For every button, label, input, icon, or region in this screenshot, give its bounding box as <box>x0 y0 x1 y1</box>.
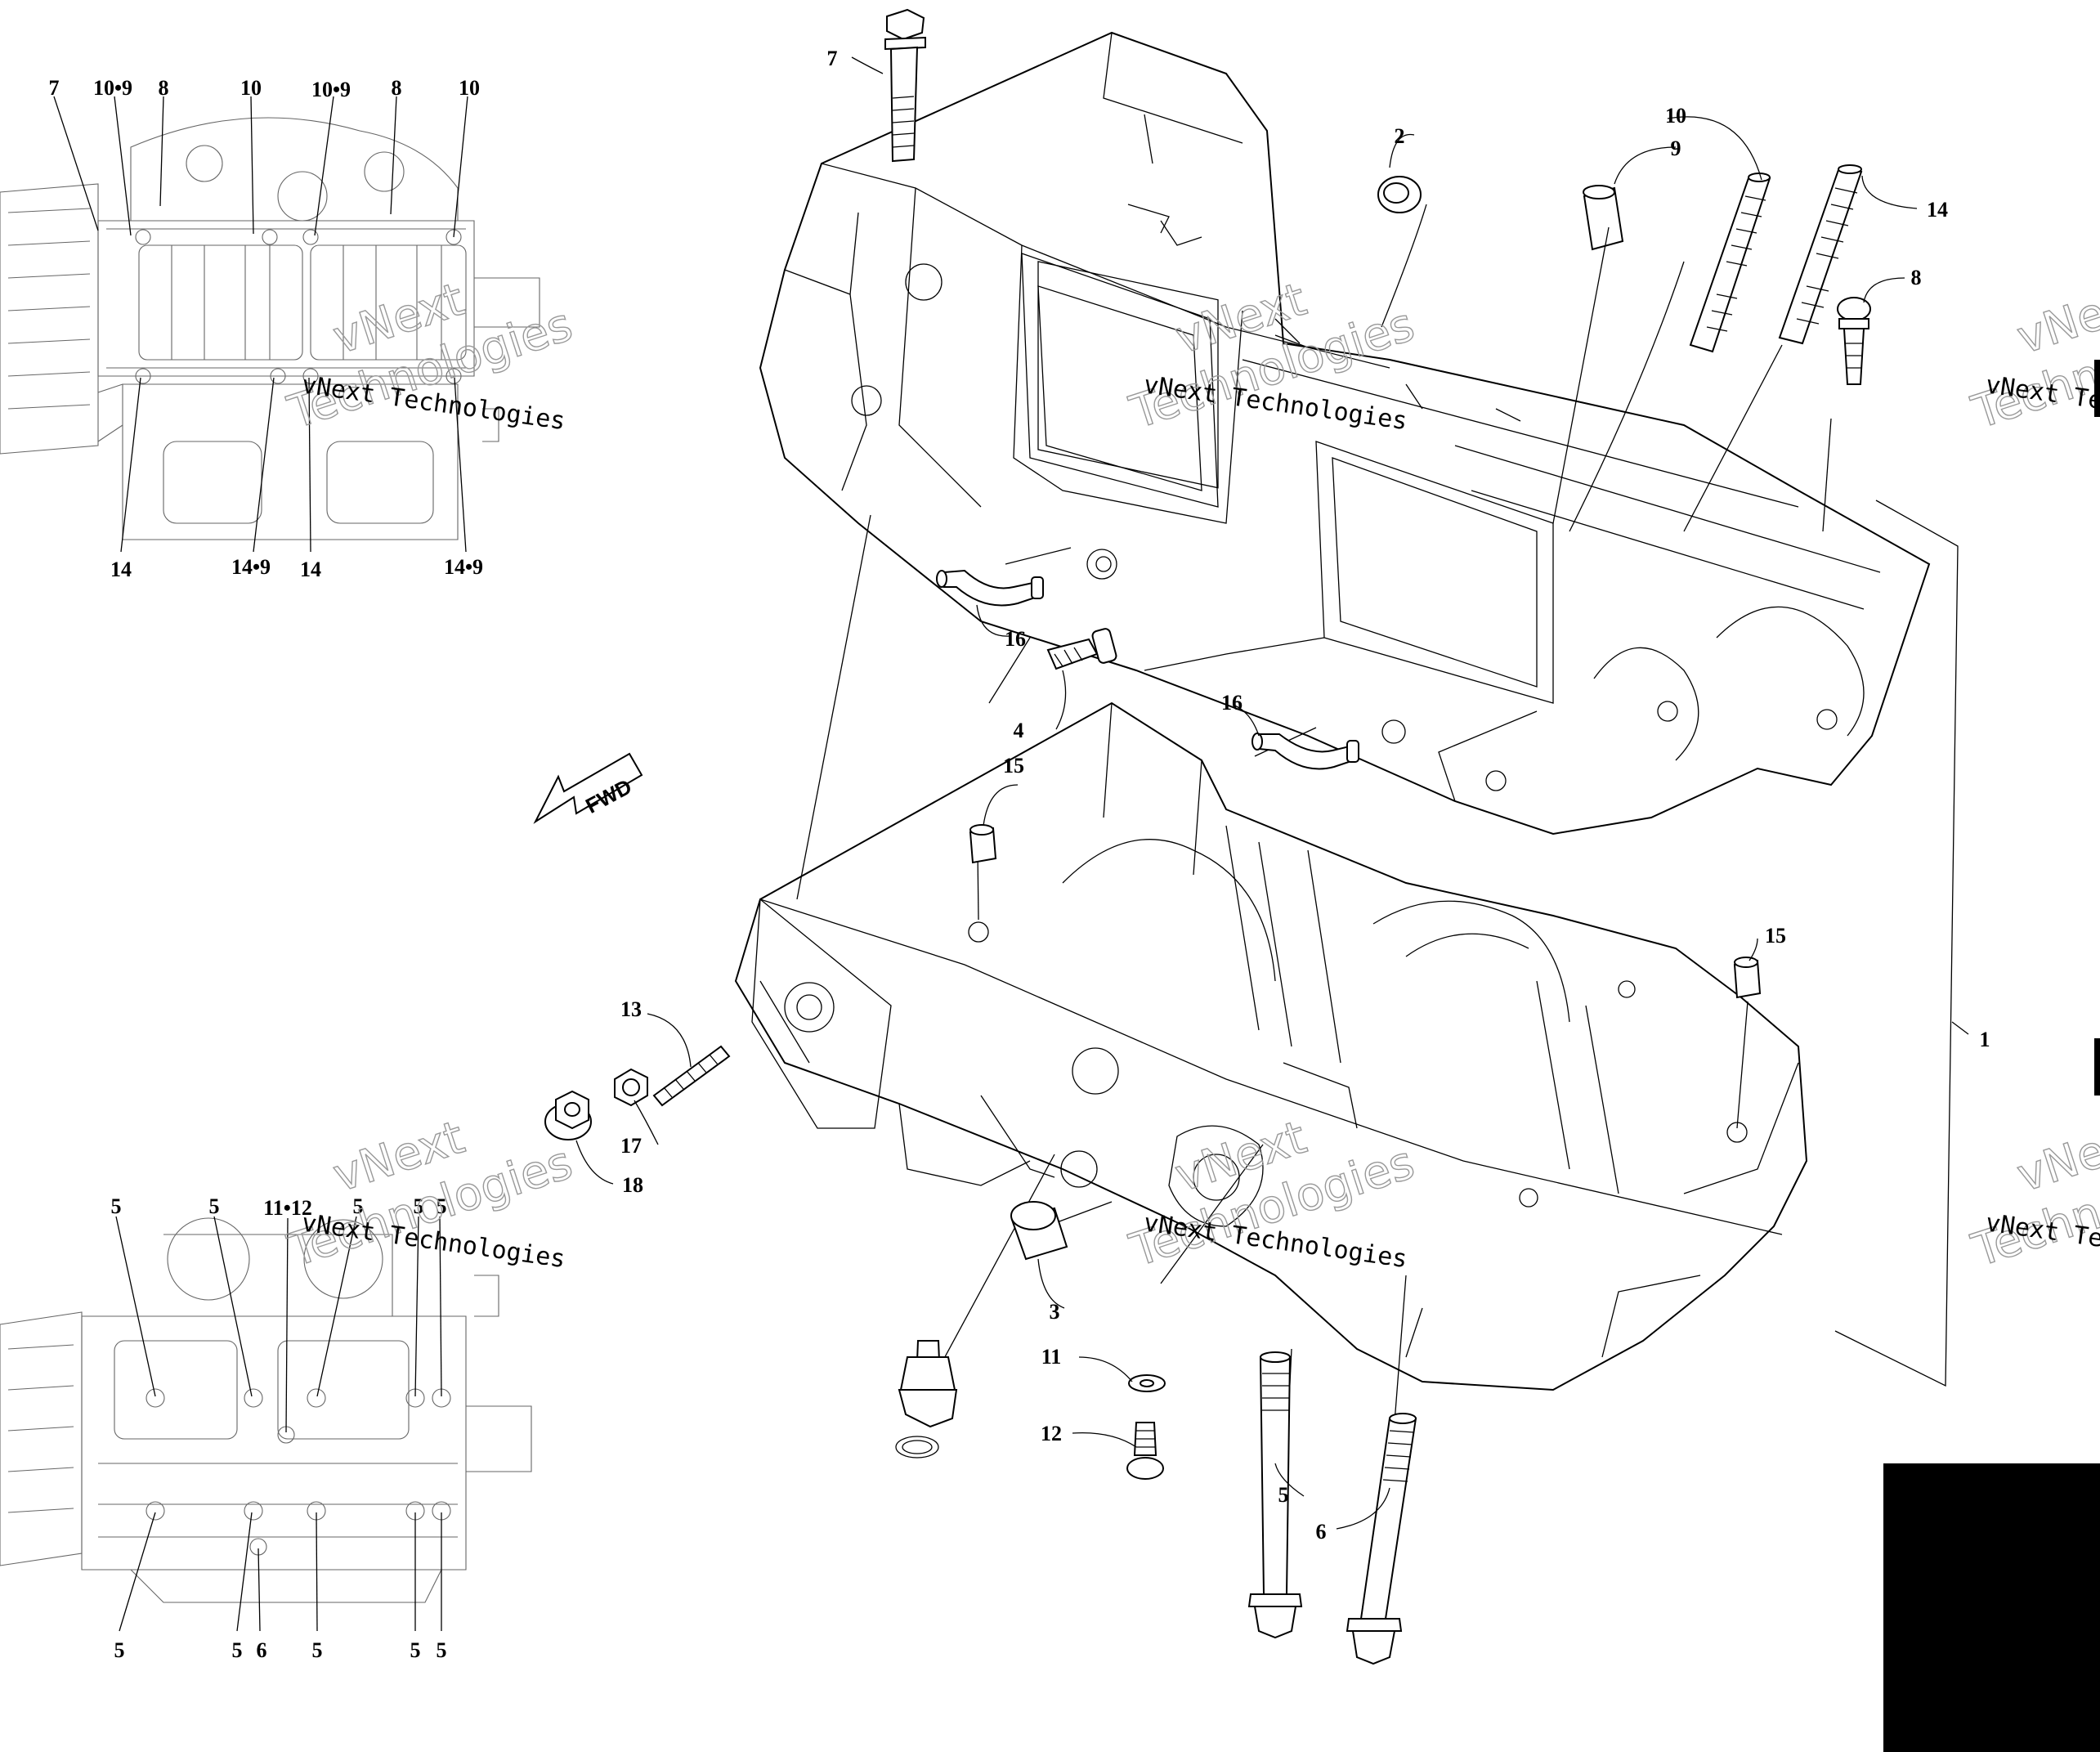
inset-engine-top-view: 7 10•9 8 10 10•9 8 10 14 14•9 14 14•9 <box>0 76 540 581</box>
part-15-dowel-a <box>969 824 997 864</box>
inset-top-label-5: 10•9 <box>311 78 351 101</box>
callout-5: 5 <box>1278 1483 1289 1507</box>
part-18-flange-nut <box>544 1090 592 1140</box>
watermark-right-bottom: vNe Techno vNext Te <box>1965 1124 2100 1279</box>
watermark-bottom-center: vNext Technologies vNext Technologies <box>1123 1110 1422 1278</box>
callout-3: 3 <box>1050 1300 1060 1324</box>
part-6-long-stud <box>1346 1413 1417 1665</box>
part-10-stud <box>1689 173 1771 353</box>
inset-engine-bottom-view: 5 5 11•12 5 5 5 5 5 6 5 5 5 <box>0 1194 532 1662</box>
inset-top-label-1: 7 <box>49 76 60 100</box>
inset-top-label-6: 8 <box>392 76 402 100</box>
callout-15-a: 15 <box>1003 754 1024 777</box>
callout-10: 10 <box>1665 104 1686 128</box>
callout-18: 18 <box>622 1173 643 1197</box>
part-7-bolt <box>884 8 926 163</box>
inset-top-label-8: 14 <box>110 558 132 581</box>
part-13-stud <box>652 1045 731 1107</box>
part-9-sleeve <box>1583 185 1624 251</box>
callout-6: 6 <box>1316 1520 1327 1544</box>
watermark-top-center: vNext Technologies vNext Technologies <box>1123 272 1422 440</box>
part-16-fitting-a <box>936 569 1044 607</box>
forward-arrow-icon: FWD <box>533 752 643 824</box>
part-17-nut <box>614 1068 648 1107</box>
callout-9: 9 <box>1671 137 1681 160</box>
callout-11: 11 <box>1041 1345 1062 1369</box>
part-12-screw <box>1126 1422 1164 1480</box>
part-sensor <box>895 1340 958 1459</box>
inset-bottom-label-3: 11•12 <box>263 1196 312 1220</box>
inset-bottom-label-4: 5 <box>353 1194 364 1218</box>
part-14-stud <box>1778 164 1863 345</box>
inset-bottom-label-12: 5 <box>437 1638 447 1662</box>
inset-bottom-label-7: 5 <box>114 1638 125 1662</box>
inset-top-label-2: 10•9 <box>93 76 132 100</box>
edge-mark-middle <box>2094 1038 2100 1096</box>
upper-crankcase <box>759 31 1931 836</box>
part-3-bushing <box>1010 1201 1068 1261</box>
edge-mark-top <box>2094 360 2100 417</box>
callout-4: 4 <box>1014 719 1024 742</box>
black-corner-block <box>1883 1463 2100 1752</box>
inset-bottom-label-6: 5 <box>437 1194 447 1218</box>
lower-crankcase <box>734 701 1808 1391</box>
callout-17: 17 <box>620 1134 642 1158</box>
callout-2: 2 <box>1395 124 1405 148</box>
callout-14: 14 <box>1927 198 1948 222</box>
watermark-right-top: vNe Techno vNext Te <box>1965 286 2100 441</box>
inset-bottom-label-8: 5 <box>232 1638 243 1662</box>
inset-top-label-4: 10 <box>240 76 262 100</box>
part-11-washer <box>1128 1374 1166 1392</box>
part-16-fitting-b <box>1251 733 1360 770</box>
inset-bottom-label-2: 5 <box>209 1194 220 1218</box>
inset-top-label-7: 10 <box>459 76 480 100</box>
part-2-dowel-ring <box>1377 176 1422 213</box>
watermark-top-left: vNext Technologies vNext Technologies <box>281 272 580 440</box>
callout-16-a: 16 <box>1005 627 1026 651</box>
part-4-elbow-fitting <box>1046 628 1117 670</box>
inset-bottom-label-11: 5 <box>410 1638 421 1662</box>
inset-top-label-9: 14•9 <box>231 555 271 579</box>
callout-16-b: 16 <box>1221 691 1243 715</box>
callout-7: 7 <box>827 47 838 70</box>
inset-top-label-10: 14 <box>300 558 321 581</box>
inset-bottom-label-9: 6 <box>257 1638 267 1662</box>
callout-8: 8 <box>1911 266 1922 289</box>
inset-bottom-label-10: 5 <box>312 1638 323 1662</box>
inset-bottom-label-1: 5 <box>111 1194 122 1218</box>
bracket-part-1 <box>1834 500 1969 1387</box>
part-8-bolt <box>1837 297 1871 385</box>
callout-15-b: 15 <box>1765 924 1786 948</box>
callout-12: 12 <box>1041 1422 1062 1445</box>
leader-lines <box>575 56 1918 1530</box>
watermark-bottom-left: vNext Technologies vNext Technologies <box>281 1110 580 1278</box>
part-15-dowel-b <box>1733 957 1762 999</box>
part-5-long-bolt <box>1247 1351 1303 1639</box>
inset-top-label-3: 8 <box>159 76 169 100</box>
inset-top-label-11: 14•9 <box>444 555 483 579</box>
callout-13: 13 <box>620 997 642 1021</box>
inset-bottom-label-5: 5 <box>414 1194 424 1218</box>
callout-1: 1 <box>1980 1028 1990 1051</box>
